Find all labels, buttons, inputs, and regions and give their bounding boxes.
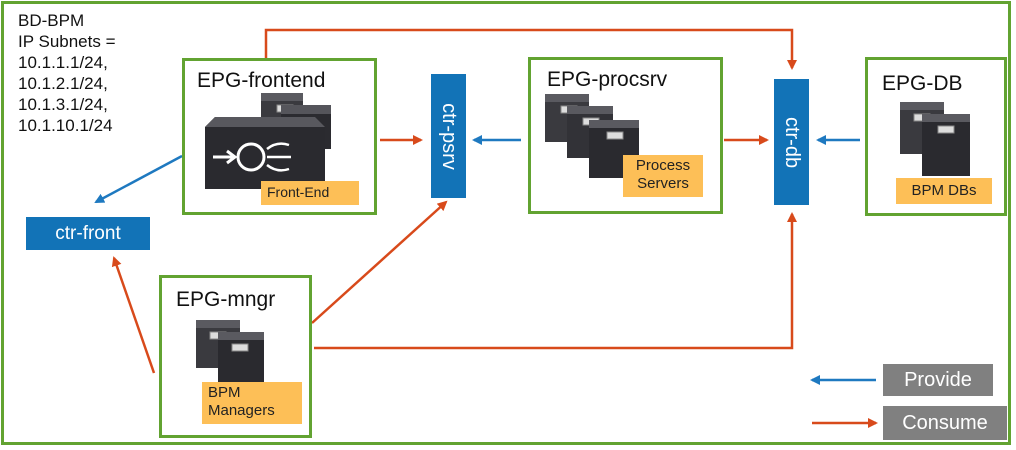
mngr-label: BPM Managers bbox=[202, 382, 302, 424]
bd-line: 10.1.3.1/24, bbox=[18, 95, 108, 114]
server-stack-icon bbox=[545, 94, 639, 178]
contract-ctr-db[interactable]: ctr-db bbox=[774, 79, 809, 205]
consume-arrow-mngr-psrv bbox=[311, 200, 448, 324]
consume-arrow-mngr-db bbox=[314, 212, 797, 350]
consume-arrow-frontend-db bbox=[264, 28, 797, 70]
procsrv-label: Process Servers bbox=[623, 155, 703, 197]
bd-line: 10.1.10.1/24 bbox=[18, 116, 113, 135]
database-server-icon bbox=[900, 102, 970, 176]
db-label: BPM DBs bbox=[896, 178, 992, 204]
consume-arrow-mngr-front bbox=[111, 256, 156, 374]
bridge-domain-subnets: BD-BPM IP Subnets = 10.1.1.1/24, 10.1.2.… bbox=[18, 10, 116, 136]
legend-provide-label: Provide bbox=[904, 368, 972, 391]
contract-label: ctr-front bbox=[55, 222, 121, 244]
label-line: Process bbox=[635, 157, 691, 174]
bd-line: IP Subnets = bbox=[18, 32, 116, 51]
frontend-router-icon bbox=[205, 117, 325, 189]
legend-consume: Consume bbox=[883, 406, 1007, 440]
label-line: BPM bbox=[208, 384, 241, 401]
label-line: Managers bbox=[208, 402, 275, 419]
bd-line: 10.1.2.1/24, bbox=[18, 74, 108, 93]
provide-arrow-frontend-front bbox=[94, 154, 183, 204]
epg-title: EPG-DB bbox=[882, 72, 963, 95]
epg-mngr[interactable]: EPG-mngr BPM Managers bbox=[159, 275, 312, 438]
legend-provide: Provide bbox=[883, 364, 993, 396]
epg-title: EPG-mngr bbox=[176, 288, 276, 311]
epg-frontend[interactable]: EPG-frontend Front-End bbox=[182, 58, 377, 215]
label-line: Servers bbox=[637, 175, 689, 192]
bd-line: BD-BPM bbox=[18, 11, 85, 30]
epg-procsrv[interactable]: EPG-procsrv Process Servers bbox=[528, 57, 723, 214]
bd-line: 10.1.1.1/24, bbox=[18, 53, 108, 72]
frontend-label: Front-End bbox=[261, 181, 359, 205]
epg-db[interactable]: EPG-DB BPM DBs bbox=[865, 57, 1007, 216]
contract-label: ctr-psrv bbox=[438, 102, 461, 170]
contract-ctr-psrv[interactable]: ctr-psrv bbox=[431, 74, 466, 198]
epg-title: EPG-procsrv bbox=[547, 68, 668, 91]
server-icon bbox=[196, 320, 264, 384]
legend-consume-label: Consume bbox=[902, 411, 988, 434]
contract-label: ctr-db bbox=[781, 116, 803, 168]
contract-ctr-front[interactable]: ctr-front bbox=[26, 217, 150, 250]
epg-title: EPG-frontend bbox=[197, 69, 326, 92]
